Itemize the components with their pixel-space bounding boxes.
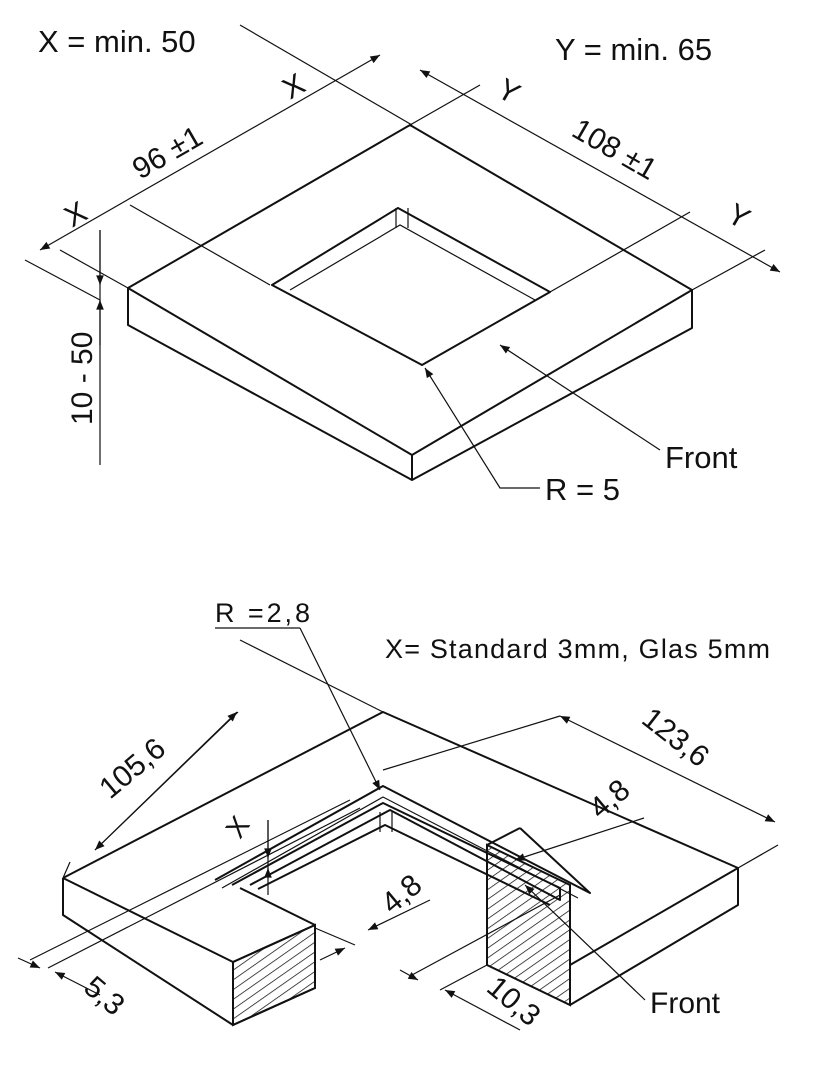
- front-label-bottom: Front: [650, 987, 721, 1020]
- radius-label-bottom: R =2,8: [215, 598, 310, 628]
- dim-thickness: 10 - 50: [66, 332, 99, 425]
- bottom-dimension-lines: [17, 627, 779, 1031]
- dim-depth-bottom: 123,6: [636, 702, 715, 774]
- dim-rim-left: 4,8: [375, 868, 428, 920]
- top-dimension-lines: [24, 24, 781, 489]
- note-x-min: X = min. 50: [38, 24, 196, 59]
- front-label-top: Front: [665, 440, 738, 475]
- dim-y-top: Y: [492, 72, 526, 111]
- top-slab: [127, 124, 693, 481]
- dim-x-marker-bottom: X: [220, 810, 256, 843]
- radius-label: R = 5: [545, 472, 620, 507]
- dim-x-right: X: [277, 67, 311, 106]
- dim-y-bottom: Y: [722, 197, 756, 236]
- dim-left-offset: 5,3: [78, 970, 131, 1022]
- note-y-min: Y = min. 65: [555, 32, 712, 67]
- dim-depth: 108 ±1: [567, 112, 663, 186]
- dim-rim-right: 4,8: [583, 773, 636, 825]
- dim-x-left: X: [59, 195, 93, 234]
- dim-width-bottom: 105,6: [93, 732, 172, 806]
- x-standard-note: X= Standard 3mm, Glas 5mm: [385, 634, 770, 664]
